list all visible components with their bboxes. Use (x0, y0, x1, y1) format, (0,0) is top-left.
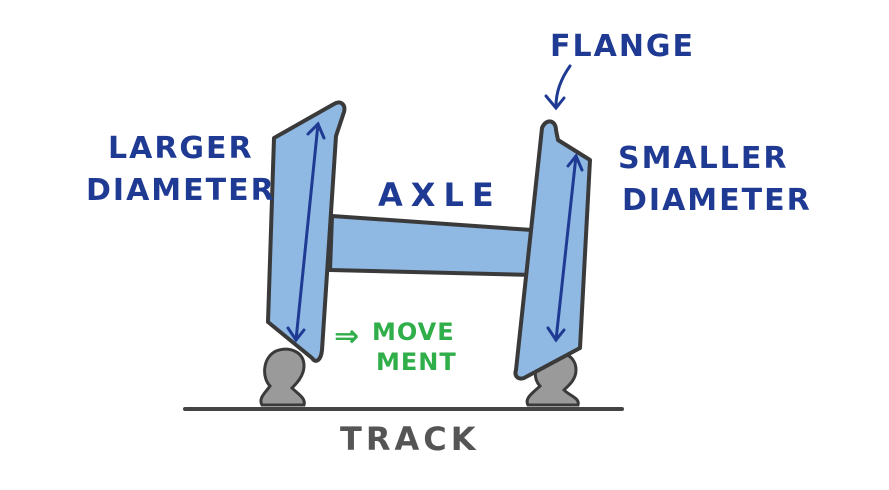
axle-label: AXLE (378, 176, 502, 214)
left-rail (259, 347, 306, 407)
movement-arrow-glyph: ⇒ (334, 319, 359, 354)
right-diameter-arrow (546, 153, 584, 343)
flange-pointer-arrow (544, 64, 572, 111)
smaller-diameter-label-line1: SMALLER (618, 141, 789, 176)
larger-diameter-label-line1: LARGER (108, 131, 254, 166)
flange-label: FLANGE (550, 29, 695, 64)
left-diameter-arrow (286, 121, 326, 343)
axle (328, 214, 536, 277)
movement-label-line1: MOVE (372, 318, 455, 346)
movement-label-line2: MENT (376, 348, 457, 376)
larger-diameter-label-line2: DIAMETER (86, 173, 276, 208)
smaller-diameter-label-line2: DIAMETER (622, 183, 812, 218)
track-label: TRACK (340, 420, 480, 458)
